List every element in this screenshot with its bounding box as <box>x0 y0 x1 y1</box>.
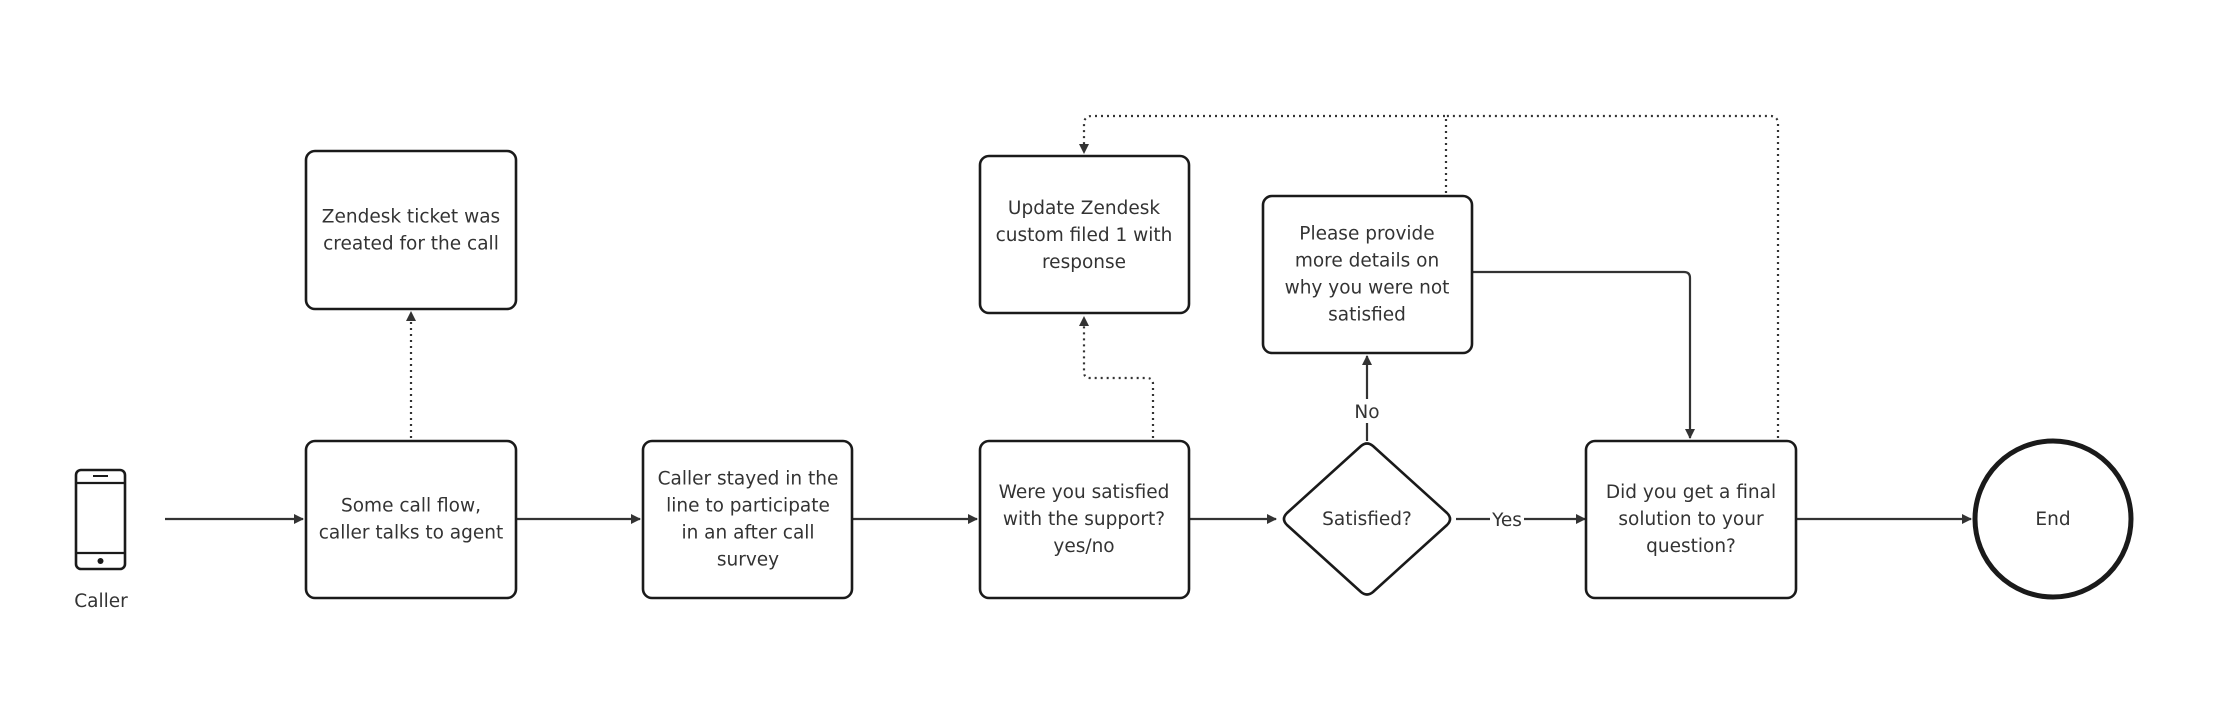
node-text-line: in an after call <box>681 523 814 544</box>
node-end: End <box>1972 438 2134 600</box>
node-text-line: why you were not <box>1285 278 1450 299</box>
node-text-line: caller talks to agent <box>319 523 504 544</box>
node-text-line: Zendesk ticket was <box>322 207 500 228</box>
node-ticket-created: Zendesk ticket was created for the call <box>304 149 518 311</box>
node-text-line: more details on <box>1295 251 1439 272</box>
node-caller-stayed-text: Caller stayed in the line to participate i… <box>658 469 839 571</box>
node-text-line: Were you satisfied <box>999 482 1170 503</box>
caller-label: Caller <box>74 591 128 612</box>
node-provide-details-text: Please provide more details on why you wer… <box>1285 224 1450 326</box>
node-call-flow: Some call flow, caller talks to agent <box>304 439 518 600</box>
node-end-text: End <box>2035 509 2070 530</box>
node-text-line: response <box>1042 252 1126 273</box>
node-text-line: Caller stayed in the <box>658 469 839 490</box>
edge-final-to-update <box>1446 114 1780 438</box>
node-text-line: yes/no <box>1053 536 1114 557</box>
node-text-line: line to participate <box>666 496 830 517</box>
node-text-line: Some call flow, <box>341 496 481 517</box>
node-call-flow-text: Some call flow, caller talks to agent <box>319 496 504 544</box>
edge-details-to-final <box>1472 270 1695 439</box>
node-ticket-created-text: Zendesk ticket was created for the call <box>322 207 500 255</box>
node-update-zendesk: Update Zendesk custom filed 1 with respons… <box>978 154 1191 315</box>
node-text-line: solution to your <box>1618 509 1764 530</box>
node-text-line: End <box>2035 509 2070 530</box>
edge-label-no: No <box>1354 402 1379 423</box>
node-satisfied-question: Were you satisfied with the support? yes/n… <box>978 439 1191 600</box>
node-satisfied-decision: Satisfied? <box>1282 442 1452 596</box>
node-text-line: Update Zendesk <box>1008 198 1160 219</box>
node-text-line: question? <box>1646 536 1736 557</box>
node-text-line: with the support? <box>1003 509 1165 530</box>
node-satisfied-decision-text: Satisfied? <box>1322 509 1412 530</box>
node-final-solution: Did you get a final solution to your quest… <box>1584 439 1798 600</box>
node-provide-details: Please provide more details on why you wer… <box>1261 194 1474 355</box>
node-text-line: Satisfied? <box>1322 509 1412 530</box>
node-satisfied-question-text: Were you satisfied with the support? yes/n… <box>999 482 1170 557</box>
node-text-line: Did you get a final <box>1606 482 1776 503</box>
node-text-line: survey <box>717 550 779 571</box>
phone-icon <box>74 468 127 571</box>
node-text-line: created for the call <box>323 234 499 255</box>
edge-label-yes: Yes <box>1491 510 1522 531</box>
edge-satisfiedq-to-update <box>1079 316 1155 438</box>
node-text-line: custom filed 1 with <box>996 225 1173 246</box>
node-caller-stayed: Caller stayed in the line to participate i… <box>641 439 854 600</box>
node-text-line: Please provide <box>1299 224 1434 245</box>
node-final-solution-text: Did you get a final solution to your quest… <box>1606 482 1776 557</box>
node-text-line: satisfied <box>1328 305 1406 326</box>
node-update-zendesk-text: Update Zendesk custom filed 1 with respons… <box>996 198 1173 273</box>
